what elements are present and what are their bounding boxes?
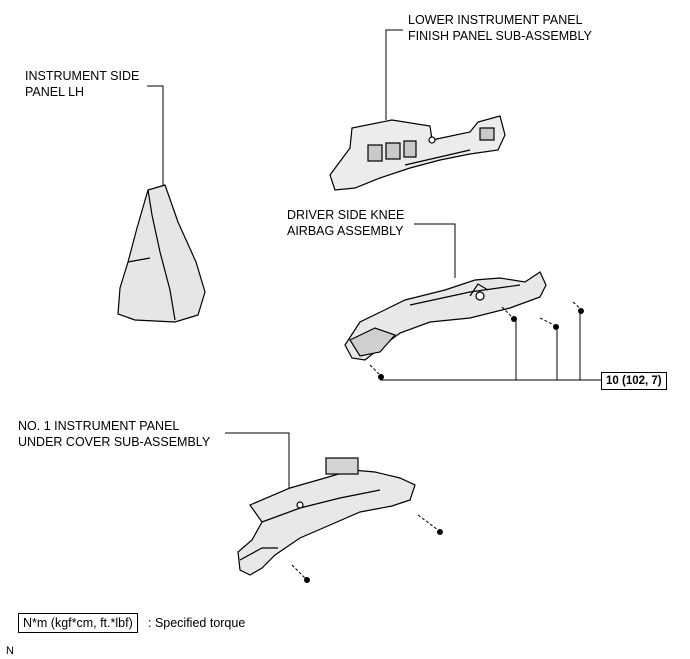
legend-unit-box: N*m (kgf*cm, ft.*lbf) xyxy=(18,613,138,633)
label-lower-panel: LOWER INSTRUMENT PANEL FINISH PANEL SUB-… xyxy=(408,12,592,44)
label-knee-airbag-line-2: AIRBAG ASSEMBLY xyxy=(287,224,404,238)
leader-lower-panel xyxy=(385,29,403,120)
legend-text: : Specified torque xyxy=(148,616,246,630)
leader-under-cover xyxy=(225,432,290,492)
label-side-panel-line-2: PANEL LH xyxy=(25,85,85,99)
knee-airbag-bolts xyxy=(369,301,584,380)
lower-finish-panel-part xyxy=(329,115,506,191)
label-lower-panel-line-1: LOWER INSTRUMENT PANEL xyxy=(408,13,583,27)
leader-side-panel xyxy=(147,85,164,188)
side-panel-part xyxy=(117,184,206,323)
label-under-cover: NO. 1 INSTRUMENT PANEL UNDER COVER SUB-A… xyxy=(18,418,210,450)
under-cover-bolts xyxy=(291,514,443,583)
under-cover-part xyxy=(237,457,416,576)
label-under-cover-line-2: UNDER COVER SUB-ASSEMBLY xyxy=(18,435,211,449)
label-side-panel: INSTRUMENT SIDE PANEL LH xyxy=(25,68,139,100)
label-knee-airbag: DRIVER SIDE KNEE AIRBAG ASSEMBLY xyxy=(287,207,404,239)
label-under-cover-line-1: NO. 1 INSTRUMENT PANEL xyxy=(18,419,180,433)
label-lower-panel-line-2: FINISH PANEL SUB-ASSEMBLY xyxy=(408,29,592,43)
label-knee-airbag-line-1: DRIVER SIDE KNEE xyxy=(287,208,405,222)
diagram-code: N xyxy=(6,645,14,657)
leader-knee-airbag xyxy=(414,223,456,278)
torque-callout: 10 (102, 7) xyxy=(601,372,667,390)
knee-airbag-part xyxy=(344,271,547,361)
label-side-panel-line-1: INSTRUMENT SIDE xyxy=(25,69,140,83)
